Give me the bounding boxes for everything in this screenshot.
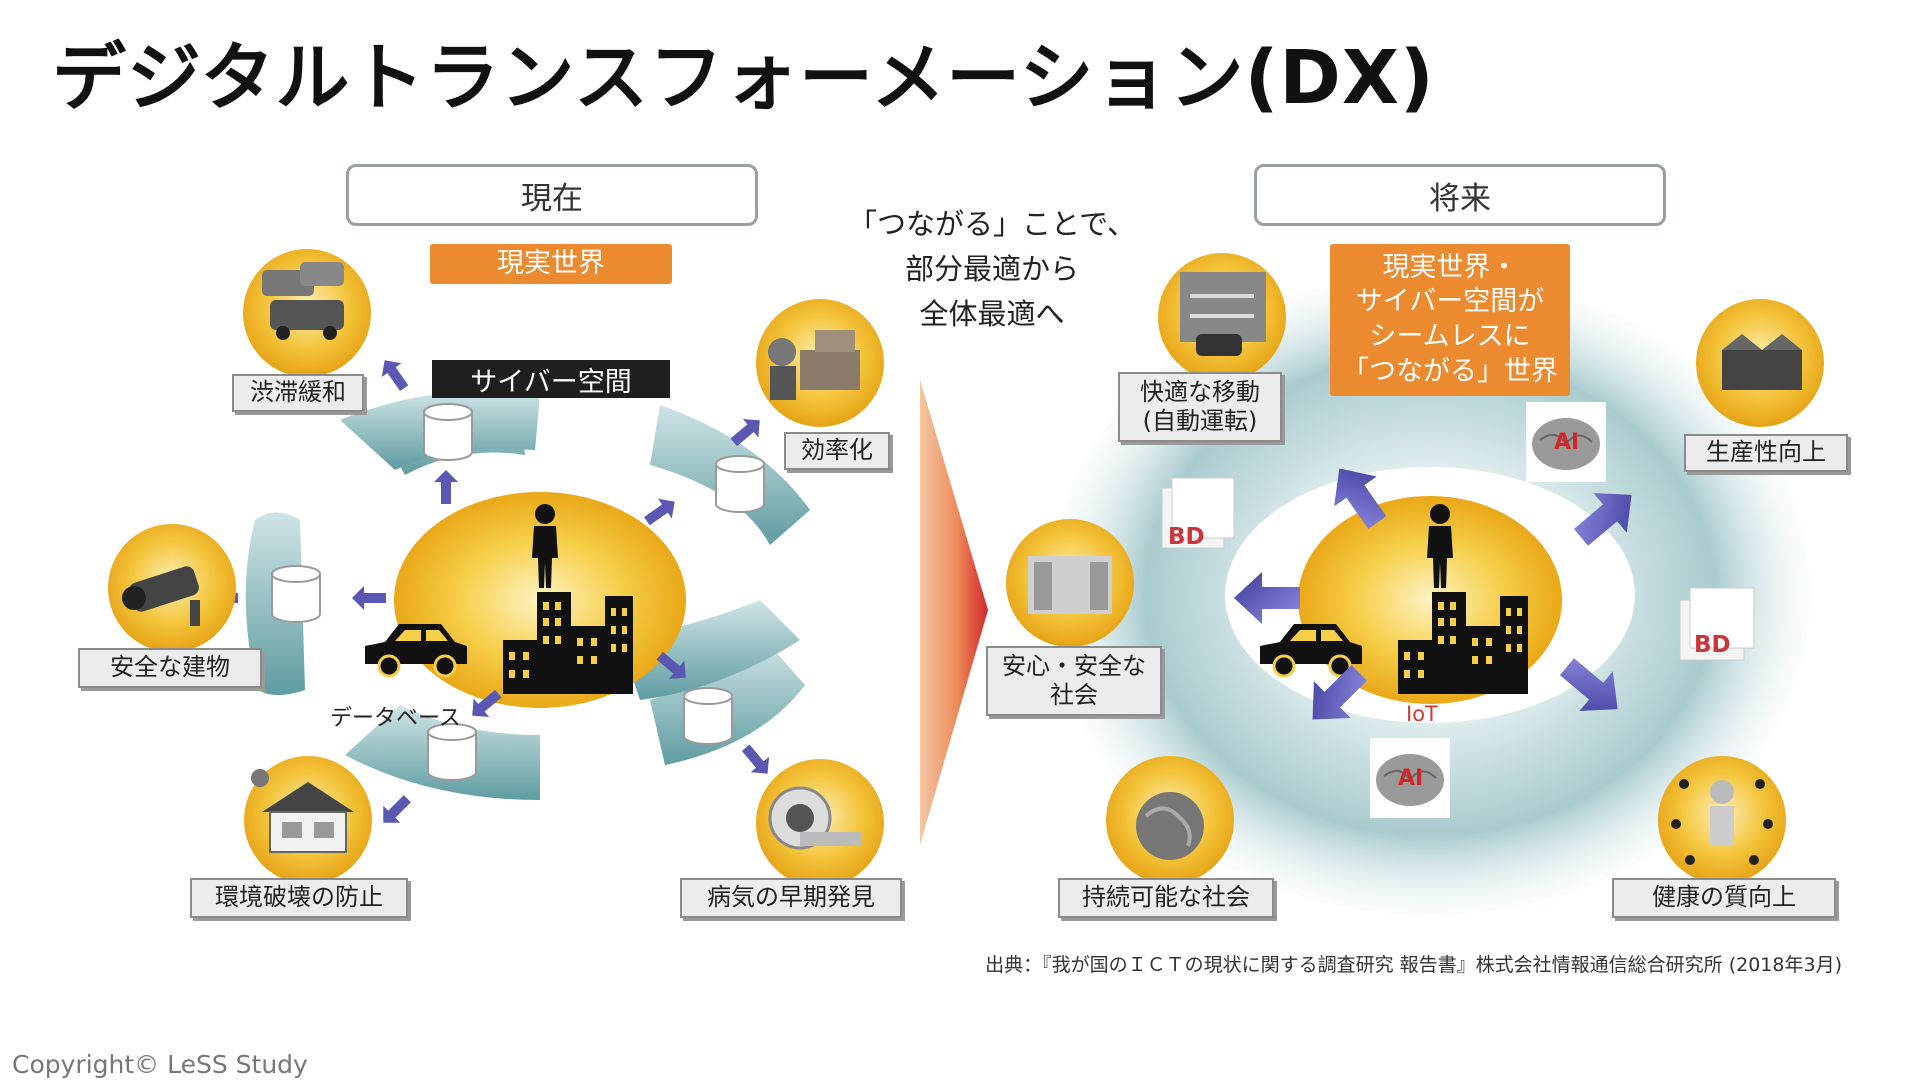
- cyber-space-tag: サイバー空間: [432, 360, 670, 398]
- autonomous-car-icon: [1158, 253, 1286, 381]
- label-traffic: 渋滞緩和: [232, 374, 364, 412]
- medical-scanner-icon: [756, 759, 884, 887]
- label-disease: 病気の早期発見: [680, 878, 902, 918]
- transition-wedge: [920, 380, 988, 845]
- bd-label-right: BD: [1694, 632, 1731, 658]
- label-health: 健康の質向上: [1612, 878, 1836, 918]
- database-label: データベース: [330, 706, 461, 731]
- security-camera-icon: [108, 524, 236, 652]
- ai-label-bottom: AI: [1398, 766, 1424, 791]
- label-safe-society: 安心・安全な 社会: [986, 646, 1162, 716]
- bd-label-left: BD: [1168, 524, 1205, 550]
- source-citation: 出典：『我が国のＩＣＴの現状に関する調査研究 報告書』株式会社情報通信総合研究所…: [985, 954, 1842, 976]
- bd-stack-left: [1161, 477, 1235, 549]
- ai-brain-bottom: [1370, 738, 1450, 818]
- sustainable-globe-icon: [1106, 756, 1234, 884]
- label-efficiency: 効率化: [784, 432, 890, 470]
- label-mobility: 快適な移動 (自動運転): [1118, 372, 1282, 442]
- ai-brain-top: [1526, 402, 1606, 482]
- seamless-world-tag: 現実世界・ サイバー空間が シームレスに 「つながる」世界: [1330, 244, 1570, 396]
- label-sustainable: 持続可能な社会: [1058, 878, 1274, 918]
- iot-label: IoT: [1406, 702, 1438, 726]
- real-world-tag: 現実世界: [430, 244, 672, 284]
- label-environment: 環境破壊の防止: [190, 878, 408, 918]
- factory-icon: [1696, 299, 1824, 427]
- copyright-notice: Copyright© LeSS Study: [12, 1050, 308, 1079]
- label-productivity: 生産性向上: [1684, 434, 1848, 472]
- efficiency-icon: [756, 299, 884, 427]
- health-person-icon: [1658, 756, 1786, 884]
- ai-label-top: AI: [1554, 430, 1580, 455]
- future-header: 将来: [1254, 164, 1666, 226]
- label-safe-building: 安全な建物: [78, 648, 262, 688]
- current-header: 現在: [346, 164, 758, 226]
- safe-city-icon: [1006, 519, 1134, 647]
- bd-stack-right: [1679, 587, 1755, 661]
- slide-title: デジタルトランスフォーメーション(DX): [52, 35, 1435, 121]
- solar-house-icon: [244, 756, 372, 884]
- traffic-icon: [243, 249, 371, 377]
- center-message: 「つながる」ことで、 部分最適から 全体最適へ: [848, 207, 1136, 331]
